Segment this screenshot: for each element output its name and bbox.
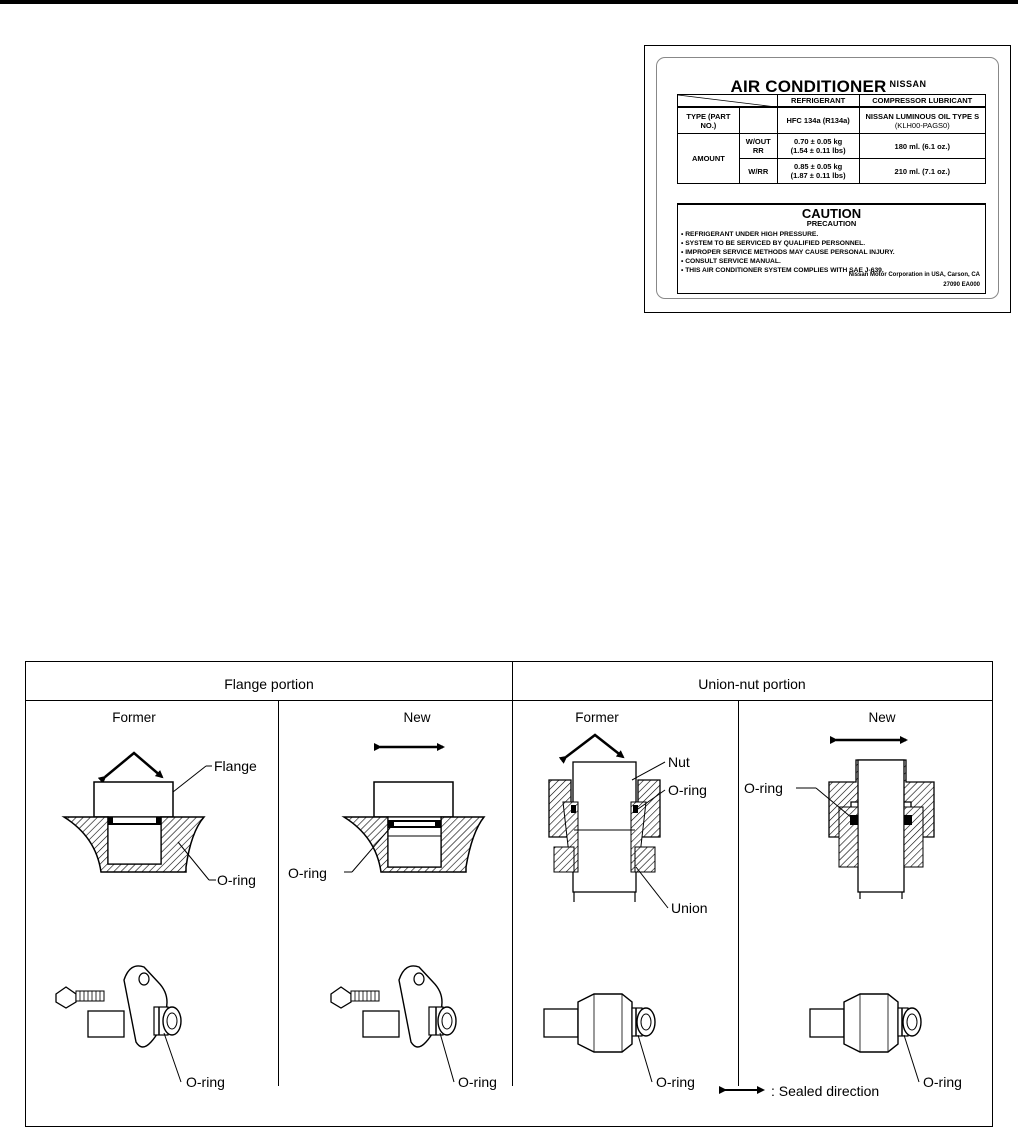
- header-divider: [26, 700, 992, 701]
- column-divider: [278, 700, 279, 1086]
- caution-item: • IMPROPER SERVICE METHODS MAY CAUSE PER…: [681, 249, 895, 256]
- amount-refrigerant-lbs: (1.54 ± 0.11 lbs): [790, 146, 846, 155]
- callout-oring: O-ring: [288, 865, 327, 881]
- type-refrigerant: HFC 134a (R134a): [776, 106, 860, 134]
- legend: : Sealed direction: [721, 1083, 879, 1099]
- spec-corner-cell: [677, 94, 778, 108]
- oring-comparison-figure: Flange portion Union-nut portion Former …: [25, 661, 993, 1127]
- caution-item: • THIS AIR CONDITIONER SYSTEM COMPLIES W…: [681, 267, 884, 274]
- amount-refrigerant-kg: 0.85 ± 0.05 kg: [793, 162, 843, 171]
- caution-item: • CONSULT SERVICE MANUAL.: [681, 258, 781, 265]
- union-new-section: [796, 759, 935, 899]
- union-former-section: [548, 761, 669, 909]
- caution-title: CAUTION: [801, 206, 862, 221]
- type-lubricant-name: NISSAN LUMINOUS OIL TYPE S: [865, 111, 980, 121]
- type-lubricant: NISSAN LUMINOUS OIL TYPE S (KLH00-PAGS0): [858, 106, 987, 134]
- flange-new-section: [341, 781, 486, 873]
- callout-oring: O-ring: [186, 1074, 225, 1090]
- amount-refrigerant-lbs: (1.87 ± 0.11 lbs): [790, 171, 846, 180]
- type-label: TYPE (PART NO.): [677, 106, 740, 134]
- callout-oring: O-ring: [458, 1074, 497, 1090]
- maker-line: Nissan Motor Corporation in USA, Carson,…: [848, 272, 980, 278]
- comparison-drawings: [55, 733, 935, 1094]
- column-title-new: New: [868, 710, 896, 725]
- union-new-pictorial: [809, 993, 922, 1083]
- spec-type-row: TYPE (PART NO.) HFC 134a (R134a) NISSAN …: [677, 106, 987, 134]
- section-title-flange: Flange portion: [224, 676, 314, 692]
- spec-amount-row: AMOUNT W/OUT RR 0.70 ± 0.05 kg (1.54 ± 0…: [677, 133, 987, 184]
- caution-subtitle: PRECAUTION: [806, 219, 857, 228]
- lubricant-header: COMPRESSOR LUBRICANT: [858, 94, 987, 108]
- type-lubricant-code: (KLH00-PAGS0): [894, 120, 950, 130]
- multi-direction-arrow-icon: [97, 751, 164, 784]
- column-title-former: Former: [575, 710, 619, 725]
- callout-union: Union: [671, 900, 708, 916]
- union-former-pictorial: [543, 993, 656, 1083]
- section-title-union-nut: Union-nut portion: [698, 676, 806, 692]
- caution-list: • REFRIGERANT UNDER HIGH PRESSURE. • SYS…: [681, 230, 985, 275]
- caution-box: CAUTION PRECAUTION • REFRIGERANT UNDER H…: [677, 203, 986, 294]
- callout-nut: Nut: [668, 754, 690, 770]
- section-divider: [512, 662, 513, 1086]
- callout-oring: O-ring: [744, 780, 783, 796]
- flange-new-pictorial: [330, 965, 457, 1083]
- spec-header-row: REFRIGERANT COMPRESSOR LUBRICANT: [677, 94, 987, 108]
- caution-item: • SYSTEM TO BE SERVICED BY QUALIFIED PER…: [681, 240, 866, 247]
- caution-item: • REFRIGERANT UNDER HIGH PRESSURE.: [681, 231, 819, 238]
- multi-direction-arrow-icon: [558, 733, 625, 764]
- flange-former-pictorial: [55, 965, 182, 1083]
- amount-refrigerant: 0.70 ± 0.05 kg (1.54 ± 0.11 lbs): [776, 133, 860, 159]
- callout-flange: Flange: [214, 758, 257, 774]
- amount-refrigerant-kg: 0.70 ± 0.05 kg: [793, 137, 843, 146]
- brand-mark: NISSAN: [889, 79, 927, 89]
- column-divider: [738, 700, 739, 1086]
- amount-refrigerant: 0.85 ± 0.05 kg (1.87 ± 0.11 lbs): [776, 158, 860, 184]
- ac-label-title-text: AIR CONDITIONER: [730, 77, 887, 96]
- callout-oring: O-ring: [668, 782, 707, 798]
- label-part-number: 27090 EA000: [943, 282, 980, 288]
- page-top-rule: [0, 0, 1018, 4]
- spec-amount-row: W/RR 0.85 ± 0.05 kg (1.87 ± 0.11 lbs) 21…: [678, 158, 987, 184]
- amount-variant: W/RR: [738, 158, 778, 184]
- column-title-former: Former: [112, 710, 156, 725]
- callout-oring: O-ring: [217, 872, 256, 888]
- callout-oring: O-ring: [923, 1074, 962, 1090]
- callout-oring: O-ring: [656, 1074, 695, 1090]
- type-blank-cell: [738, 106, 778, 134]
- column-title-new: New: [403, 710, 431, 725]
- flange-former-section: [61, 765, 216, 881]
- corner-diagonal: [678, 95, 776, 107]
- amount-lubricant: 180 ml. (6.1 oz.): [858, 133, 987, 159]
- ac-spec-table: REFRIGERANT COMPRESSOR LUBRICANT TYPE (P…: [677, 94, 987, 184]
- amount-variant: W/OUT RR: [738, 133, 778, 159]
- amount-label: AMOUNT: [677, 133, 740, 184]
- refrigerant-header: REFRIGERANT: [776, 94, 860, 108]
- amount-lubricant: 210 ml. (7.1 oz.): [858, 158, 987, 184]
- legend-text: : Sealed direction: [771, 1083, 880, 1099]
